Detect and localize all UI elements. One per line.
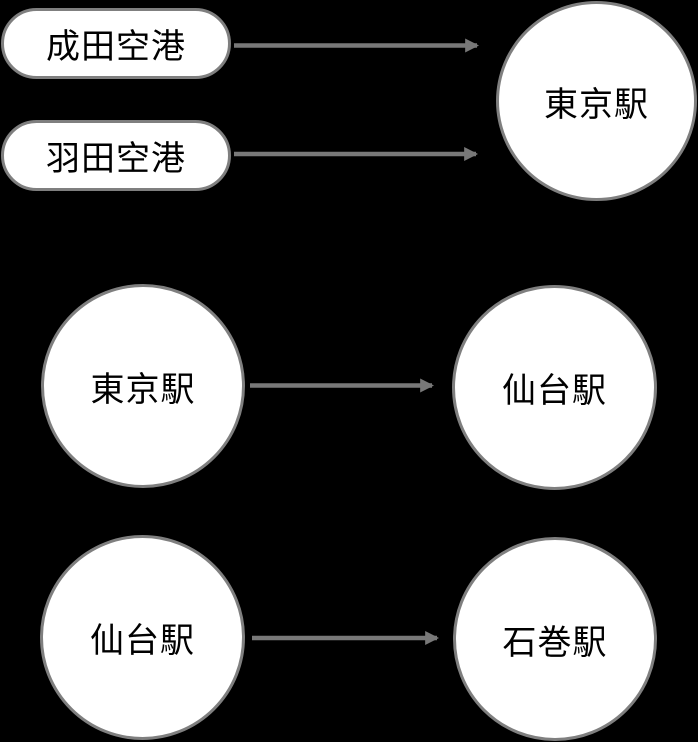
- node-tokyo-station-mid: 東京駅: [41, 284, 245, 488]
- node-label: 仙台駅: [502, 372, 607, 410]
- node-ishinomaki-station: 石巻駅: [453, 537, 657, 741]
- node-label: 仙台駅: [90, 622, 195, 660]
- node-label: 東京駅: [90, 370, 196, 409]
- node-label: 石巻駅: [502, 623, 608, 662]
- node-haneda-airport: 羽田空港: [1, 120, 231, 191]
- node-label: 東京駅: [544, 85, 649, 124]
- node-narita-airport: 成田空港: [1, 8, 231, 79]
- node-tokyo-station-top: 東京駅: [496, 1, 697, 201]
- node-sendai-station-bottom: 仙台駅: [40, 535, 245, 740]
- node-sendai-station-mid: 仙台駅: [452, 285, 657, 490]
- node-label: 成田空港: [46, 28, 186, 66]
- node-label: 羽田空港: [46, 140, 186, 178]
